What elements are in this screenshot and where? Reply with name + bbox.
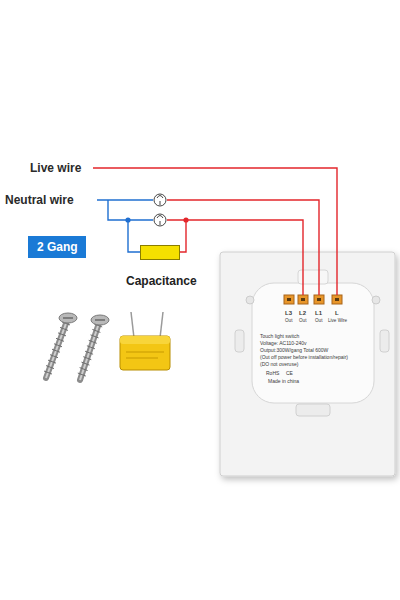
screw-hole [246,296,254,304]
terminal-label: L1 [315,310,322,317]
switch-housing [252,283,374,403]
lamp-symbols [154,194,166,226]
junction-dot [125,217,130,222]
switch-back: L3 L2 L1 L Out Out Out Live WireTouch light swi… [220,252,395,476]
screw-hole [372,296,380,304]
capacitor-symbol: Capacitance [140,245,180,260]
screws-illustration [44,313,109,380]
capacitor-part [120,312,170,370]
capacitor-label: Capacitance [126,274,197,288]
terminal-label: L3 [285,310,292,317]
terminal-label: Out [315,318,322,323]
terminals [284,295,342,304]
spec-text: RoHS [266,371,279,377]
switch-plate [220,252,395,476]
clip [296,404,330,416]
spec-text: (Out off power before installation/repai… [260,355,348,361]
terminal-label: L [335,310,339,317]
wire-label: Live wire [30,161,81,175]
spec-text: (DO not overuse) [260,362,298,368]
wires [93,168,337,295]
spec-text: Made in china [268,379,299,385]
terminal-label: Live Wire [328,318,347,323]
spec-text: CE [286,371,293,377]
gang-badge: 2 Gang [28,236,86,258]
clip [235,330,244,352]
spec-text: Voltage: AC110-240v [260,341,307,347]
terminal-label: Out [299,318,306,323]
junction-dot [183,217,188,222]
spec-text: Output:300W/gang Total 600W [260,348,328,354]
spec-text: Touch light switch [260,334,299,340]
wire-label: Neutral wire [5,193,74,207]
terminal-label: L2 [299,310,306,317]
terminal-label: Out [285,318,292,323]
badge-text: 2 Gang [37,240,78,254]
clip [380,330,389,352]
